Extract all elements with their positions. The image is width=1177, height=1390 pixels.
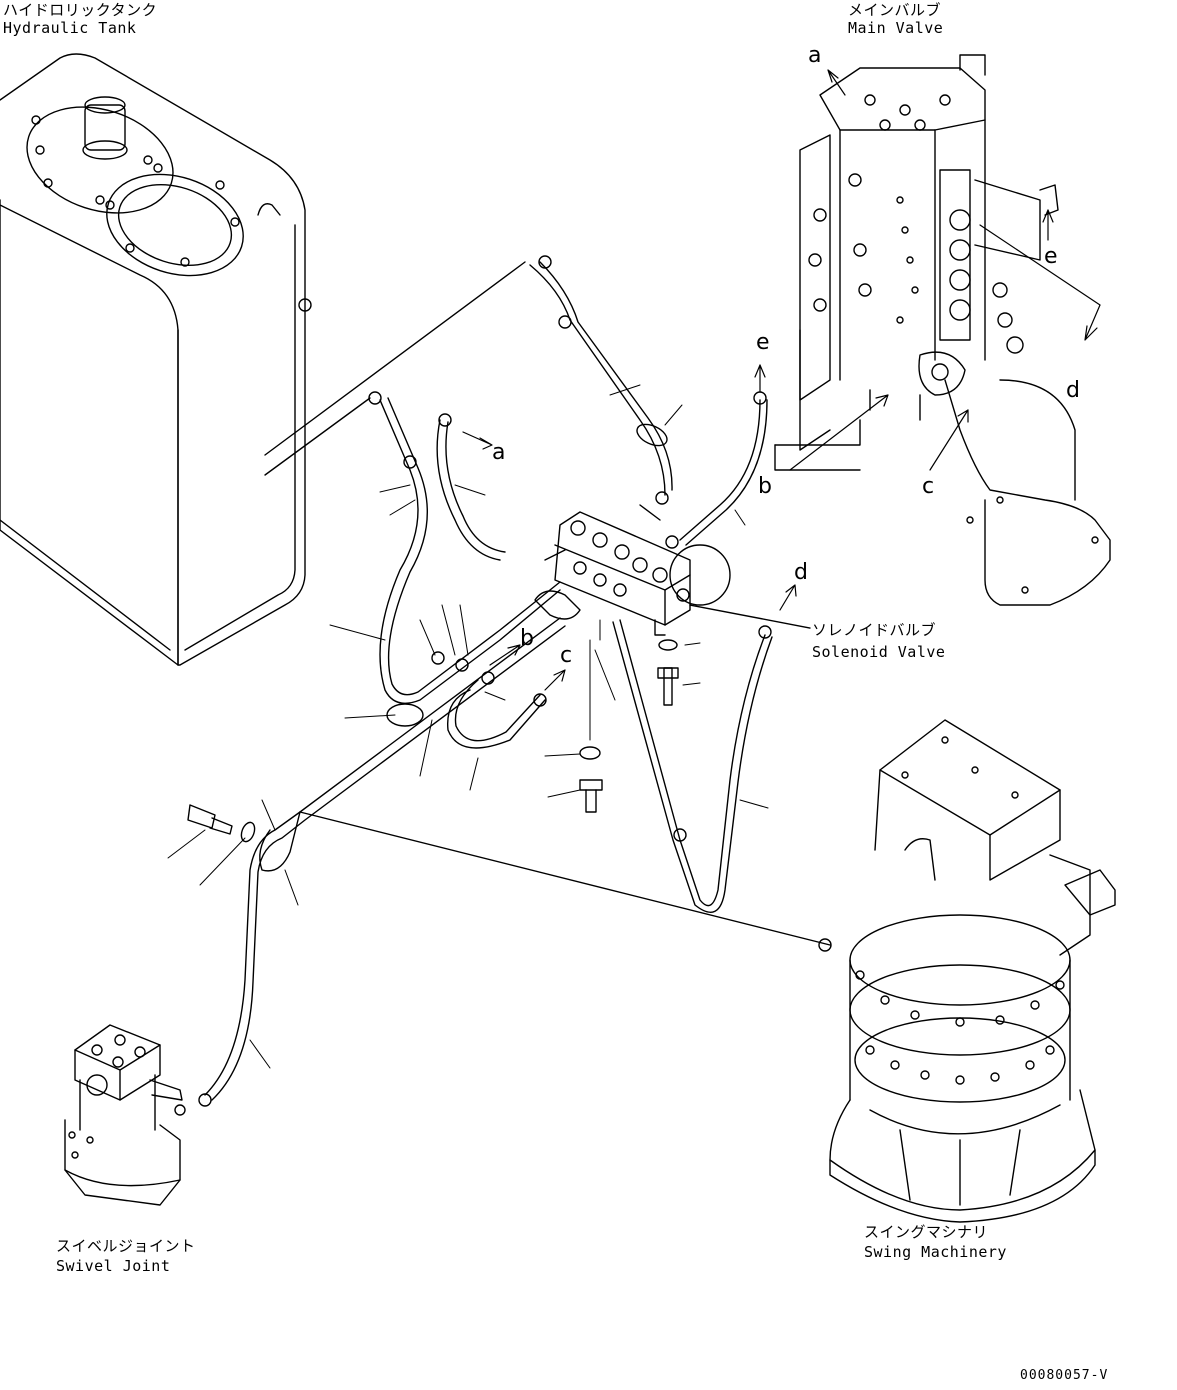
main-valve-label-jp: メインバルブ [848, 1, 942, 19]
hoses [174, 255, 832, 1116]
connection-letter-c-main-valve: c [922, 474, 935, 499]
connection-letter-d-hose: d [794, 560, 808, 585]
connection-letter-b-main-valve: b [758, 474, 772, 499]
connection-letter-d-main-valve: d [1066, 378, 1080, 403]
solenoid-valve-label-en: Solenoid Valve [812, 643, 946, 661]
swing-machinery-label-jp: スイングマシナリ [864, 1223, 989, 1241]
hydraulic-tank-label-en: Hydraulic Tank [3, 19, 137, 37]
main-valve-drawing [774, 54, 1111, 606]
swing-machinery-drawing [829, 719, 1116, 1223]
solenoid-valve-drawing [534, 511, 731, 813]
bolt-and-washer [187, 804, 256, 843]
connection-letter-c-hose: c [560, 643, 573, 668]
connection-letter-a-hose: a [492, 440, 506, 465]
swivel-joint-drawing [64, 1024, 183, 1206]
connection-letter-b-hose: b [520, 626, 534, 651]
direction-arrows [462, 69, 1101, 691]
main-valve-label-en: Main Valve [848, 19, 944, 37]
connection-letter-e-hose: e [756, 330, 770, 355]
connection-letter-e-main-valve: e [1044, 244, 1058, 269]
swivel-joint-label-jp: スイベルジョイント [56, 1237, 196, 1255]
connection-letter-a-main-valve: a [808, 43, 822, 68]
hydraulic-tank-drawing [0, 53, 312, 666]
leader-lines [167, 384, 769, 1069]
document-id: 00080057-V [1020, 1368, 1109, 1383]
swing-machinery-label-en: Swing Machinery [864, 1243, 1007, 1261]
solenoid-valve-label-jp: ソレノイドバルブ [812, 621, 937, 639]
swivel-joint-label-en: Swivel Joint [56, 1257, 171, 1275]
hydraulic-tank-label-jp: ハイドロリックタンク [3, 1, 158, 19]
